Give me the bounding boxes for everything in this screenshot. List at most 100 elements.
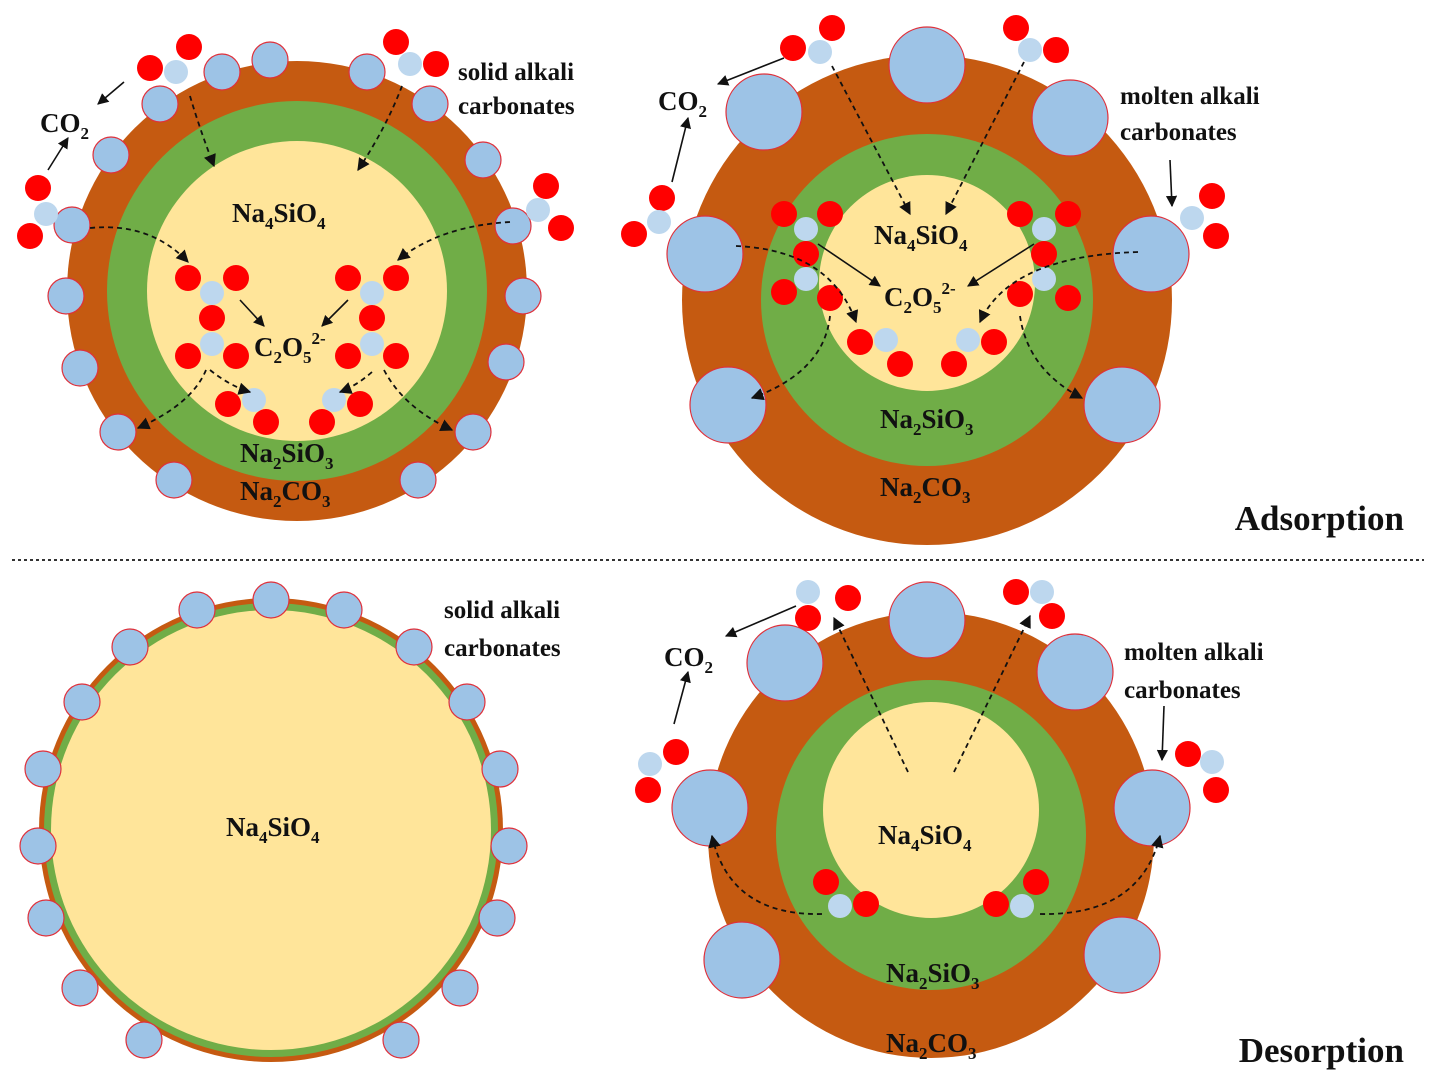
molten-carbonate-droplets [671, 581, 1191, 999]
molecules [17, 15, 1229, 918]
co2-molecule [1003, 579, 1065, 629]
carbonate-particle [454, 413, 492, 451]
carbonate-droplet [666, 215, 744, 293]
carbonate-particle [203, 53, 241, 91]
co2-molecule [941, 328, 1007, 377]
molten-carbonates-label: molten alkali [1124, 639, 1264, 666]
desorb-arrow [716, 57, 785, 86]
carbonate-droplet [703, 921, 781, 999]
co2-release-arrow [47, 137, 69, 171]
labels: CO2 CO2 CO2 solid alkali carbonates molt… [40, 59, 1404, 1070]
co2-release-arrow [953, 614, 1031, 773]
na2co3-label: Na2CO3 [886, 1028, 977, 1063]
carbonate-particle [111, 628, 149, 666]
co2-molecule [383, 29, 449, 77]
carbonate-droplet [725, 73, 803, 151]
na4sio4-label: Na4SiO4 [226, 812, 320, 847]
diffusion-arrow [967, 243, 1035, 287]
carbonate-particle [348, 53, 386, 91]
silicate-core [823, 702, 1039, 918]
na2co3-label: Na2CO3 [240, 476, 331, 511]
carbonate-particle [481, 750, 519, 788]
co2-release-arrow [673, 670, 691, 725]
molten-carbonates-label: carbonates [1120, 119, 1237, 146]
co2-release-arrow [338, 371, 373, 394]
na4sio4-label: Na4SiO4 [878, 820, 972, 855]
co2-label: CO2 [40, 108, 89, 143]
solid-carbonates-label: carbonates [444, 635, 561, 662]
carbonate-droplet [671, 769, 749, 847]
carbonate-particle [92, 136, 130, 174]
molten-carbonates-label: molten alkali [1120, 83, 1260, 110]
carbonate-particle [178, 591, 216, 629]
silicate-core [51, 610, 491, 1050]
carbonate-droplet [888, 26, 966, 104]
carbonate-particle [27, 899, 65, 937]
molten-carbonate-droplets [666, 26, 1190, 444]
carbonate-droplet [1083, 366, 1161, 444]
carbonate-particle [382, 1021, 420, 1059]
na2sio3-label: Na2SiO3 [240, 438, 334, 473]
carbonate-droplet [1113, 769, 1191, 847]
carbonate-particle [53, 206, 91, 244]
co2-uptake-arrow [735, 245, 859, 324]
co2-release-arrow [1039, 834, 1164, 915]
carbonate-particle [464, 141, 502, 179]
surface-arrow [1156, 705, 1168, 762]
co2-uptake-arrow [978, 251, 1139, 324]
arrows [47, 57, 1178, 915]
molten-carbonates-label: carbonates [1124, 677, 1241, 704]
solid-carbonates-label: solid alkali [444, 597, 560, 624]
solid-carbonates-label: carbonates [458, 93, 575, 120]
co2-uptake-arrow [89, 226, 189, 263]
co2-molecule [813, 869, 879, 918]
co2-molecule [1180, 183, 1229, 249]
carbonate-particle [395, 628, 433, 666]
co2-release-arrow [383, 369, 454, 431]
co2-molecule [526, 173, 574, 241]
diffusion-arrow [817, 243, 881, 287]
c2o5-molecule [175, 265, 249, 369]
co2-release-arrow [136, 369, 207, 430]
carbonate-particle [487, 343, 525, 381]
carbonate-particle [99, 413, 137, 451]
carbonate-particle [251, 41, 289, 79]
carbonate-particle [61, 349, 99, 387]
co2-uptake-arrow [189, 95, 216, 168]
co2-molecule [1175, 741, 1229, 803]
carbonate-particle [61, 969, 99, 1007]
carbonate-particle [47, 277, 85, 315]
co2-release-arrow [833, 616, 909, 773]
diffusion-arrow [239, 299, 265, 327]
adsorption-molten-particle [666, 26, 1190, 545]
desorption-solid-particle [19, 581, 528, 1062]
carbonate-particle [504, 277, 542, 315]
carbonate-droplet [1036, 633, 1114, 711]
co2-molecule [17, 175, 58, 249]
na4sio4-label: Na4SiO4 [232, 198, 326, 233]
desorb-arrow [724, 605, 797, 638]
surface-arrow [1165, 159, 1178, 208]
co2-release-arrow [671, 116, 691, 183]
desorption-molten-particle [671, 581, 1191, 1058]
co2-molecule [847, 328, 913, 377]
carbonate-particle [399, 461, 437, 499]
carbonate-droplet [1112, 215, 1190, 293]
co2-label: CO2 [664, 642, 713, 677]
carbonate-particles [47, 41, 542, 499]
carbonate-particle [490, 827, 528, 865]
carbonate-particle [125, 1021, 163, 1059]
desorption-title: Desorption [1239, 1031, 1404, 1070]
c2o5-label: C2O52- [884, 279, 956, 317]
adsorption-title: Adsorption [1235, 499, 1404, 538]
silicate-core [147, 141, 447, 441]
carbonate-droplet [746, 624, 824, 702]
co2-release-arrow [708, 834, 823, 915]
co2-release-arrow [209, 369, 252, 395]
carbonate-particle [19, 827, 57, 865]
co2-release-arrow [1019, 315, 1084, 399]
co2-molecule [635, 739, 689, 803]
carbonate-particle [252, 581, 290, 619]
c2o5-molecule [335, 265, 409, 369]
